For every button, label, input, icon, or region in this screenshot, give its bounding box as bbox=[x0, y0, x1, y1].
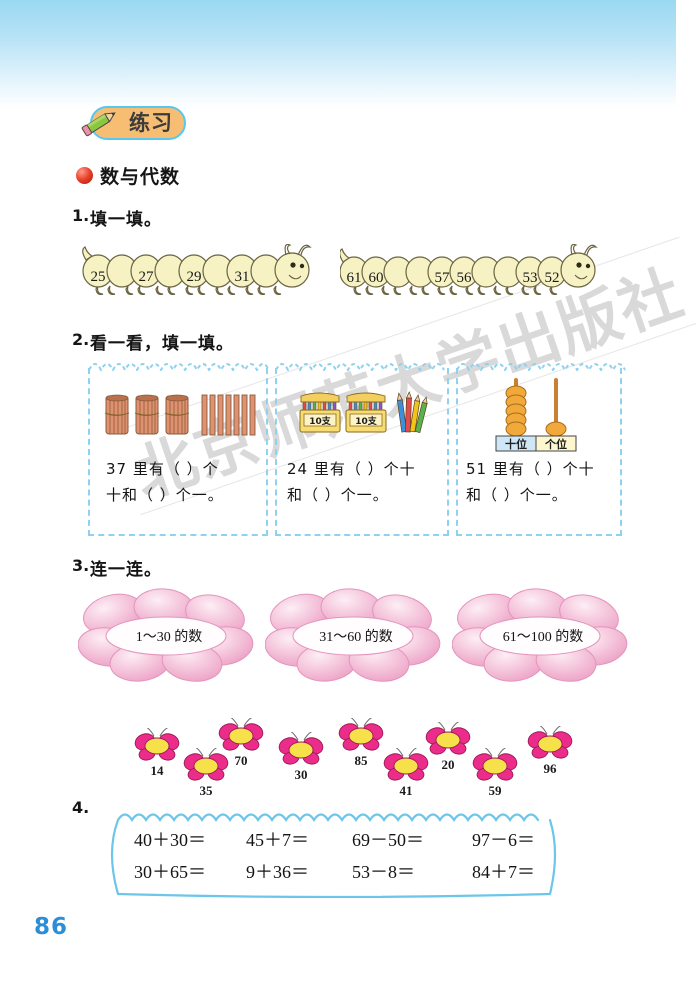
scallop-top-edge-1 bbox=[88, 363, 270, 371]
caterpillar-right-number-6: 56 bbox=[456, 270, 472, 286]
question-2-number: 2. bbox=[72, 330, 90, 349]
flower-3 bbox=[452, 588, 628, 682]
question-1-text: 填一填。 bbox=[90, 210, 162, 230]
flower-1-label: 1～30 的数 bbox=[135, 630, 203, 645]
svg-text:个位: 个位 bbox=[544, 437, 567, 451]
question-2-box-1: 37 里有（ ）个 十和（ ）个一。 bbox=[88, 363, 270, 536]
question-4-equation-r2c1: 30＋65＝ bbox=[134, 862, 206, 882]
flower-3-label: 61～100 的数 bbox=[502, 630, 584, 645]
butterfly-85 bbox=[338, 718, 384, 751]
butterfly-label-70: 70 bbox=[234, 753, 248, 768]
flower-2-label: 31～60 的数 bbox=[319, 630, 393, 645]
caterpillar-right-number-9: 53 bbox=[522, 270, 538, 286]
butterfly-30 bbox=[278, 732, 324, 765]
question-4-equation-r2c2: 9＋36＝ bbox=[246, 862, 309, 882]
question-2-box-2: 10支 10支 bbox=[275, 363, 449, 536]
question-4-equation-r1c3: 69－50＝ bbox=[352, 830, 424, 850]
butterfly-label-35: 35 bbox=[199, 783, 213, 798]
svg-text:10支: 10支 bbox=[355, 415, 378, 427]
caterpillar-right-number-5: 57 bbox=[434, 270, 450, 286]
question-4-number: 4. bbox=[72, 798, 90, 817]
question-2-text: 看一看，填一填。 bbox=[90, 334, 234, 354]
caterpillar-right-number-1: 61 bbox=[346, 270, 362, 286]
butterfly-label-14: 14 bbox=[150, 763, 164, 778]
section-bullet-icon bbox=[76, 167, 93, 184]
caterpillar-left-number-5: 29 bbox=[186, 269, 202, 285]
question-4-equation-r2c4: 84＋7＝ bbox=[472, 862, 535, 882]
butterfly-20 bbox=[425, 722, 471, 755]
flower-1 bbox=[78, 588, 254, 682]
question-2-box-3-line-2: 和（ ）个一。 bbox=[466, 486, 568, 504]
pencil-icon bbox=[81, 112, 116, 137]
section-heading: 数与代数 bbox=[100, 166, 181, 188]
question-2-box-3-line-1: 51 里有（ ）个十 bbox=[466, 460, 595, 478]
question-3-number: 3. bbox=[72, 556, 90, 575]
caterpillar-left-number-1: 25 bbox=[90, 269, 106, 285]
caterpillar-left-number-7: 31 bbox=[234, 269, 250, 285]
caterpillar-left bbox=[82, 244, 312, 296]
question-4-box bbox=[104, 806, 560, 899]
caterpillar-right-number-10: 52 bbox=[544, 270, 560, 286]
butterfly-label-41: 41 bbox=[399, 783, 413, 798]
butterfly-35 bbox=[183, 748, 229, 781]
sky-gradient-background bbox=[0, 0, 676, 108]
question-1-number: 1. bbox=[72, 206, 90, 225]
page-number: 86 bbox=[34, 914, 69, 940]
question-4-frame bbox=[110, 813, 557, 899]
question-2-box-2-line-2: 和（ ）个一。 bbox=[287, 486, 389, 504]
svg-text:10支: 10支 bbox=[309, 415, 332, 427]
butterfly-label-30: 30 bbox=[294, 767, 308, 782]
caterpillar-right bbox=[340, 244, 598, 296]
bundled-sticks-illustration bbox=[104, 394, 256, 436]
question-2-box-1-line-1: 37 里有（ ）个 bbox=[106, 460, 219, 478]
svg-text:十位: 十位 bbox=[505, 437, 527, 451]
butterfly-label-85: 85 bbox=[354, 753, 368, 768]
butterfly-label-96: 96 bbox=[543, 761, 557, 776]
counting-rods-illustration: 十位 个位 bbox=[495, 378, 577, 452]
page-right-margin bbox=[676, 0, 696, 108]
butterfly-41 bbox=[383, 748, 429, 781]
butterfly-label-59: 59 bbox=[488, 783, 502, 798]
question-3-text: 连一连。 bbox=[90, 560, 162, 580]
question-4-equation-r1c2: 45＋7＝ bbox=[246, 830, 309, 850]
question-4-equation-r2c3: 53－8＝ bbox=[352, 862, 415, 882]
banner-label: 练习 bbox=[129, 111, 173, 135]
butterfly-70 bbox=[218, 718, 264, 751]
butterfly-label-20: 20 bbox=[441, 757, 455, 772]
butterfly-14 bbox=[134, 728, 180, 761]
butterfly-59 bbox=[472, 748, 518, 781]
scallop-top-edge-2 bbox=[275, 363, 445, 371]
scallop-top-edge-3 bbox=[456, 363, 626, 371]
caterpillar-right-number-2: 60 bbox=[368, 270, 384, 286]
question-2-box-1-line-2: 十和（ ）个一。 bbox=[106, 486, 224, 504]
flower-2 bbox=[265, 588, 441, 682]
question-2-box-2-line-1: 24 里有（ ）个十 bbox=[287, 460, 416, 478]
question-4-equation-r1c1: 40＋30＝ bbox=[134, 830, 206, 850]
butterfly-96 bbox=[527, 726, 573, 759]
question-2-box-3: 十位 个位 51 里有（ ）个十 和（ ）个一。 bbox=[456, 363, 626, 536]
practice-banner: 练习 bbox=[78, 106, 186, 140]
pencil-boxes-illustration: 10支 10支 bbox=[299, 391, 428, 434]
caterpillar-left-number-3: 27 bbox=[138, 269, 154, 285]
question-4-equation-r1c4: 97－6＝ bbox=[472, 830, 535, 850]
